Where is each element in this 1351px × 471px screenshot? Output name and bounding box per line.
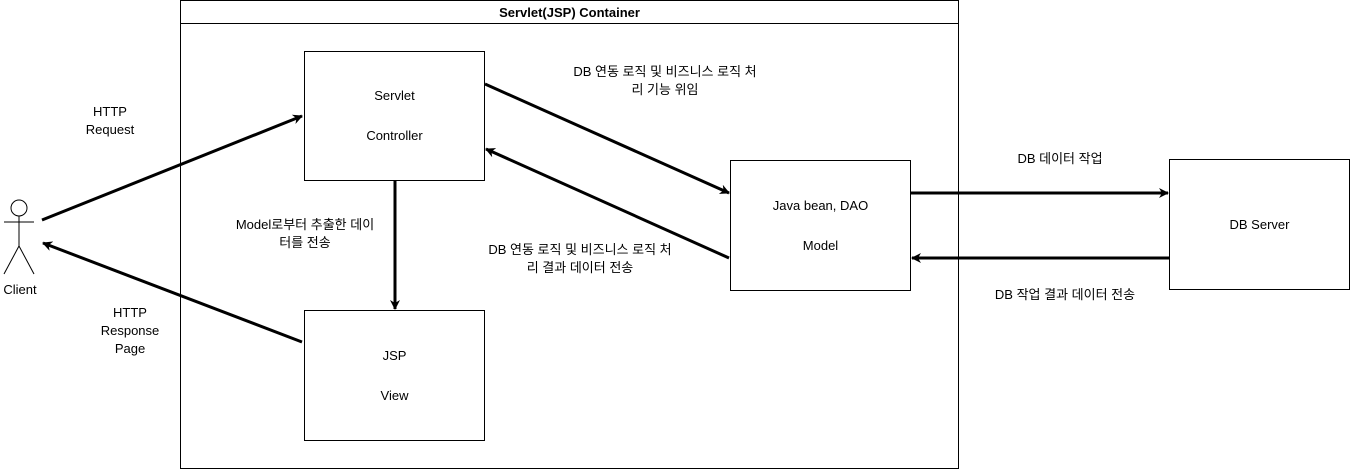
model-to-db-label: DB 데이터 작업 — [1017, 151, 1103, 166]
jsp-box-line1: JSP — [382, 347, 407, 363]
db-box-label: DB Server — [1229, 216, 1290, 232]
db-to-model-label: DB 작업 결과 데이터 전송 — [994, 287, 1136, 302]
arrow-servlet-to-model — [484, 82, 730, 195]
container-title: Servlet(JSP) Container — [180, 0, 959, 24]
http-response-label: HTTP Response Page — [100, 305, 160, 356]
client-label: Client — [3, 282, 37, 297]
arrow-http-response — [42, 241, 303, 344]
model-to-servlet-label: DB 연동 로직 및 비즈니스 로직 처 리 결과 데이터 전송 — [488, 242, 672, 275]
servlet-to-jsp-label: Model로부터 추출한 데이 터를 전송 — [235, 217, 375, 250]
db-server-box: DB Server — [1169, 159, 1350, 290]
arrow-model-to-servlet — [485, 147, 730, 260]
model-box-line2: Model — [802, 237, 839, 253]
servlet-controller-box: Servlet Controller — [304, 51, 485, 181]
http-request-label: HTTP Request — [85, 104, 135, 137]
arrow-http-request — [41, 114, 303, 222]
servlet-to-model-label: DB 연동 로직 및 비즈니스 로직 처 리 기능 위임 — [573, 64, 757, 97]
jsp-view-box: JSP View — [304, 310, 485, 441]
client-actor-icon — [3, 199, 35, 275]
model-box: Java bean, DAO Model — [730, 160, 911, 291]
servlet-box-line2: Controller — [366, 128, 423, 143]
servlet-box-line1: Servlet — [374, 88, 415, 103]
jsp-box-line2: View — [380, 387, 409, 403]
model-box-line1: Java bean, DAO — [772, 197, 869, 213]
